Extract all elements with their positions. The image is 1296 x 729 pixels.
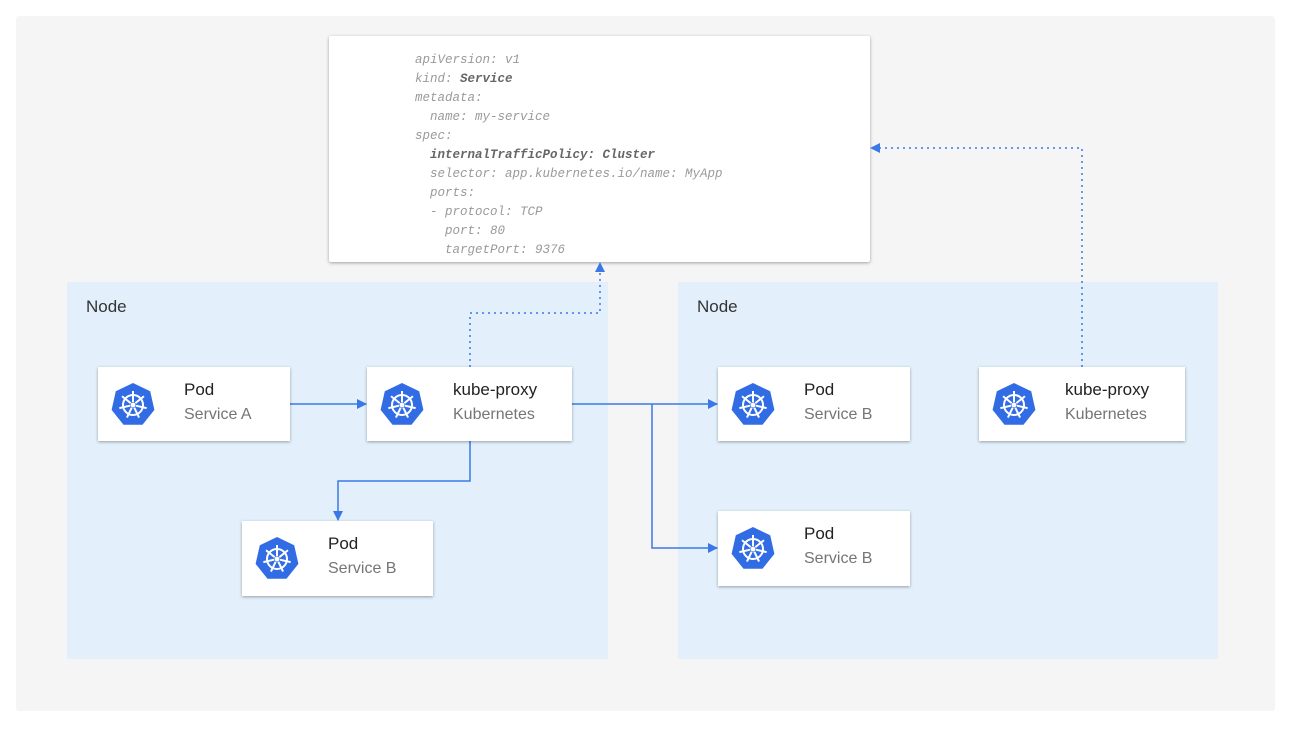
kubernetes-helm-icon — [991, 382, 1037, 428]
card-title: Pod — [804, 380, 835, 399]
card-kube-proxy-left: kube-proxy Kubernetes — [367, 367, 572, 441]
node-left: Node — [67, 282, 608, 659]
arrow-proxy-to-podB-right2 — [651, 404, 718, 553]
card-subtitle: Kubernetes — [1065, 406, 1147, 423]
yaml-key: kind: — [415, 72, 461, 86]
kubernetes-helm-icon — [254, 536, 300, 582]
card-title: Pod — [804, 524, 835, 543]
card-title: Pod — [184, 380, 215, 399]
kubernetes-helm-icon — [110, 382, 156, 428]
yaml-line: spec: — [415, 129, 453, 143]
yaml-line-highlight: internalTrafficPolicy: Cluster — [415, 148, 656, 162]
card-kube-proxy-right: kube-proxy Kubernetes — [979, 367, 1185, 441]
yaml-line: kind: Service — [415, 70, 513, 89]
service-yaml-box: apiVersion: v1 kind: Service metadata: n… — [329, 36, 870, 262]
arrow-proxy-to-podB-left — [333, 441, 471, 521]
node-label: Node — [697, 297, 738, 316]
node-right: Node — [678, 282, 1218, 659]
kubernetes-helm-icon — [730, 382, 776, 428]
card-subtitle: Service A — [184, 406, 252, 423]
yaml-line: targetPort: 9376 — [415, 243, 566, 257]
card-title: kube-proxy — [453, 380, 538, 399]
card-subtitle: Service B — [804, 406, 873, 423]
yaml-line: name: my-service — [415, 110, 551, 124]
yaml-line: - protocol: TCP — [415, 205, 543, 219]
dotted-arrow-proxy1-to-service — [469, 262, 605, 367]
kubernetes-helm-icon — [730, 526, 776, 572]
yaml-value: Service — [460, 72, 513, 86]
yaml-line: selector: app.kubernetes.io/name: MyApp — [415, 167, 723, 181]
yaml-line: port: 80 — [415, 224, 506, 238]
yaml-line: metadata: — [415, 91, 483, 105]
card-pod-service-a: Pod Service A — [98, 367, 290, 441]
card-title: Pod — [328, 534, 359, 553]
card-subtitle: Service B — [804, 550, 873, 567]
card-pod-service-b-right-1: Pod Service B — [718, 367, 910, 441]
card-subtitle: Service B — [328, 560, 397, 577]
dotted-arrow-proxy2-to-service — [870, 143, 1083, 367]
card-pod-service-b-left: Pod Service B — [242, 521, 433, 596]
kubernetes-helm-icon — [379, 382, 425, 428]
yaml-line: ports: — [415, 186, 476, 200]
card-pod-service-b-right-2: Pod Service B — [718, 511, 910, 586]
card-subtitle: Kubernetes — [453, 406, 535, 423]
yaml-line: apiVersion: v1 — [415, 53, 521, 67]
node-label: Node — [86, 297, 127, 316]
card-title: kube-proxy — [1065, 380, 1150, 399]
